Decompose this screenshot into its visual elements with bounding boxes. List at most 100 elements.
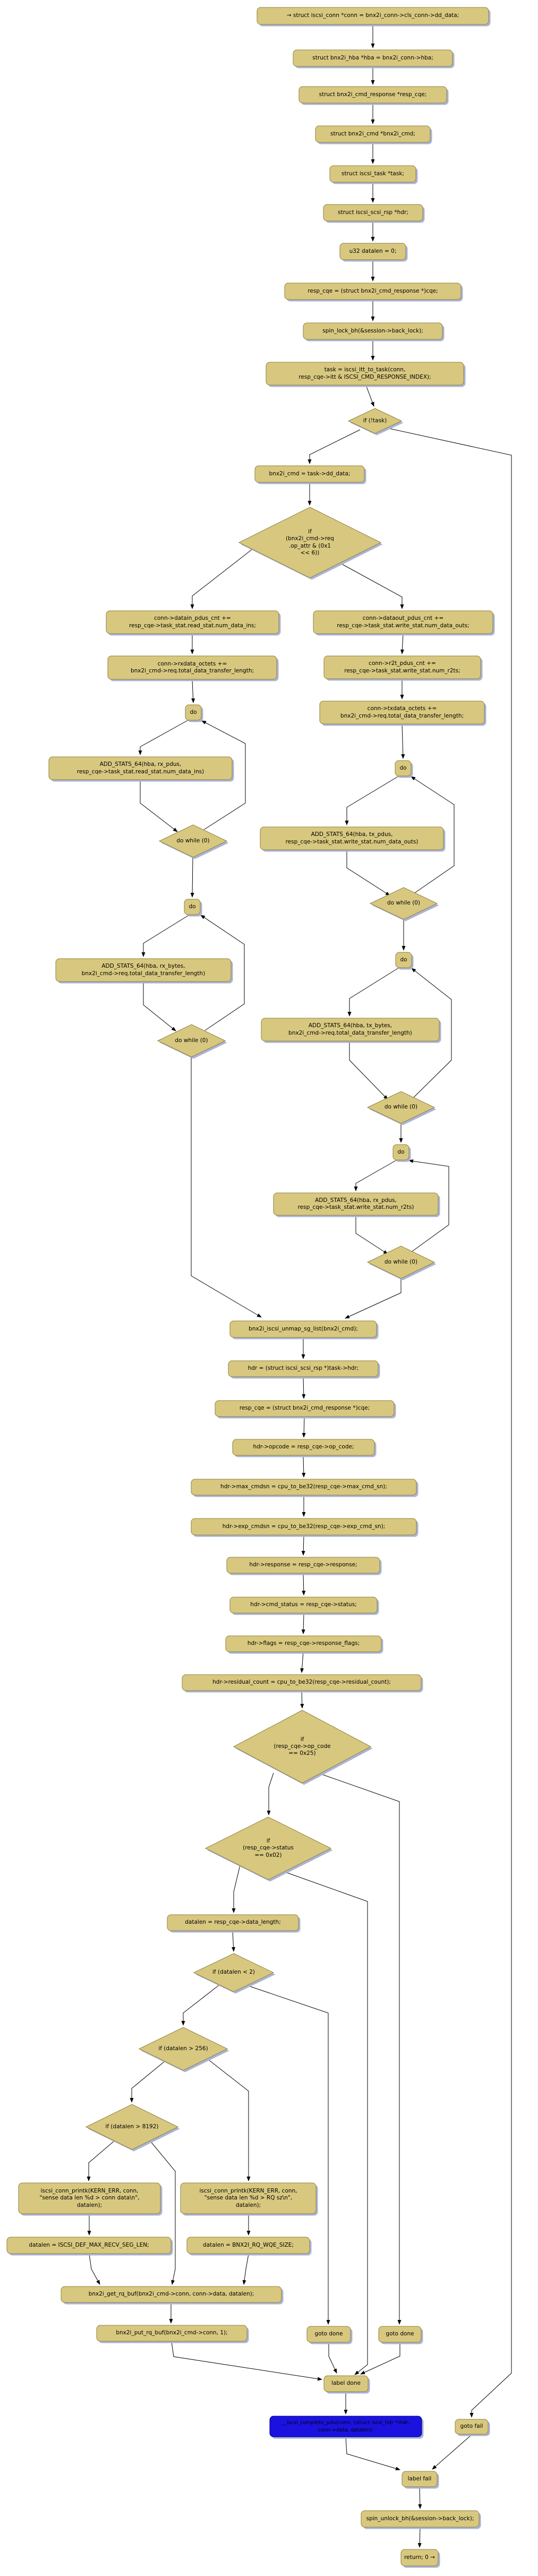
node-do-2 bbox=[184, 899, 201, 915]
node-txdata-octets bbox=[319, 701, 485, 724]
edge-iftask-true bbox=[308, 429, 361, 464]
edge-gotodone1-labeldone bbox=[328, 2343, 337, 2374]
edge-opcode-maxcmdsn bbox=[302, 1455, 306, 1478]
edge-addstats1-dowhile1 bbox=[140, 780, 178, 832]
edge-ifdl2-true bbox=[181, 1984, 220, 2026]
node-label-fail bbox=[402, 2471, 438, 2487]
node-datalen-bnx2i-rq bbox=[186, 2237, 310, 2254]
edge-hdrassign-respcqe2 bbox=[302, 1377, 306, 1399]
edge-ifopcode-true bbox=[267, 1772, 274, 1815]
node-goto-done-2 bbox=[378, 2326, 422, 2343]
node-hdr-exp-cmdsn bbox=[191, 1518, 417, 1536]
node-get-rq-buf bbox=[61, 2286, 282, 2303]
node-entry-decl-iscsi-conn bbox=[257, 7, 489, 25]
edge-do3-addstats3 bbox=[345, 775, 399, 825]
node-do-1 bbox=[185, 704, 202, 721]
edge-datalenbnx-getrq bbox=[242, 2254, 249, 2285]
edge-addstats3-dowhile3 bbox=[346, 850, 390, 896]
edge-do1-addstats1 bbox=[138, 720, 189, 755]
edge-datalendef-getrq bbox=[89, 2254, 100, 2285]
node-rxdata-octets bbox=[107, 655, 277, 680]
edge-do5-addstats5 bbox=[354, 1159, 397, 1191]
node-decl-iscsi-task bbox=[329, 165, 416, 183]
node-do-while-2 bbox=[157, 1024, 226, 1057]
edge-gotofail-labelfail bbox=[432, 2434, 472, 2470]
edge-ifstatus-true bbox=[232, 1865, 241, 1913]
edge-ifdl256-true bbox=[130, 2061, 165, 2103]
edge-txdata-do3 bbox=[401, 723, 405, 759]
edge-dowhile2-loop-do2 bbox=[200, 915, 245, 1031]
shape-group bbox=[6, 7, 493, 2566]
node-unmap-sg-list bbox=[229, 1320, 377, 1338]
edge-do4-addstats4 bbox=[347, 967, 399, 1017]
edge-dowhile1-do2 bbox=[190, 857, 194, 898]
node-if-status-0x02 bbox=[204, 1816, 332, 1880]
edge-dowhile5-unmap bbox=[345, 1278, 402, 1319]
node-add-stats-rx-bytes bbox=[55, 958, 232, 982]
edge-expcmdsn-response bbox=[301, 1535, 305, 1556]
edge-ifopattr-true-left bbox=[190, 549, 253, 609]
node-do-while-1 bbox=[158, 824, 228, 858]
node-do-while-3 bbox=[369, 887, 438, 920]
node-decl-bnx2i-cmd bbox=[315, 125, 431, 143]
node-assign-datalen bbox=[167, 1914, 299, 1931]
node-decl-scsi-rsp-hdr bbox=[323, 204, 423, 221]
node-return-0 bbox=[400, 2549, 439, 2566]
node-add-stats-rx-pdus-ins bbox=[48, 756, 233, 780]
edge-flags-residual bbox=[300, 1651, 304, 1673]
node-hdr-max-cmdsn bbox=[191, 1479, 417, 1496]
edge-ifdl8192-true-printkconn bbox=[87, 2140, 115, 2181]
node-itt-to-task bbox=[266, 362, 464, 386]
edge-dowhile2-unmap bbox=[191, 1057, 262, 1318]
node-decl-resp-cqe bbox=[298, 86, 447, 104]
node-printk-rq-sz bbox=[180, 2182, 317, 2214]
edge-itt-iftask bbox=[365, 385, 374, 407]
node-if-datalen-gt-256 bbox=[138, 2027, 228, 2071]
node-put-rq-buf bbox=[96, 2325, 247, 2342]
edge-ifdl2-false-gotodone1 bbox=[246, 1985, 330, 2325]
node-goto-done-1 bbox=[306, 2326, 351, 2343]
edge-ifdl256-false-printkrq bbox=[207, 2058, 251, 2181]
node-complete-pdu-highlight bbox=[269, 2416, 422, 2437]
edge-cmdstatus-flags bbox=[301, 1613, 305, 1634]
edge-completepdu-labelfail bbox=[345, 2437, 400, 2471]
node-hdr-flags bbox=[225, 1635, 382, 1652]
node-decl-datalen bbox=[339, 243, 406, 260]
node-assign-bnx2i-cmd bbox=[254, 465, 365, 483]
node-do-5 bbox=[392, 1144, 409, 1161]
edge-dowhile3-loop-do3 bbox=[411, 776, 455, 893]
node-spin-unlock bbox=[361, 2510, 480, 2528]
edge-ifopcode-false-gotodone2 bbox=[320, 1773, 402, 2325]
edge-do2-addstats2 bbox=[141, 915, 189, 957]
edge-dowhile5-loop-do5 bbox=[408, 1159, 449, 1252]
edge-dowhile1-loop-do1 bbox=[201, 720, 246, 830]
edge-ifopattr-false-right bbox=[339, 562, 404, 609]
node-do-4 bbox=[395, 952, 412, 968]
node-if-op-code-0x25 bbox=[233, 1710, 372, 1784]
edge-response-cmdstatus bbox=[302, 1573, 306, 1596]
edge-rxdata-do1 bbox=[191, 680, 195, 703]
node-dataout-pdus-cnt bbox=[313, 610, 493, 634]
node-datalen-iscsi-def bbox=[6, 2237, 172, 2254]
node-add-stats-tx-bytes bbox=[261, 1018, 440, 1042]
edge-ifstatus-false-labeldone bbox=[284, 1871, 368, 2375]
node-do-while-4 bbox=[366, 1091, 435, 1124]
edge-putrq-labeldone bbox=[171, 2341, 322, 2381]
node-add-stats-rx-pdus-r2ts bbox=[273, 1192, 439, 1216]
node-goto-fail bbox=[455, 2419, 489, 2435]
node-assign-resp-cqe bbox=[284, 283, 462, 300]
edge-group bbox=[87, 24, 512, 2548]
node-printk-conn-data bbox=[18, 2182, 161, 2214]
edge-iftask-false-goto-fail bbox=[389, 428, 512, 2418]
node-do-while-5 bbox=[366, 1246, 435, 1279]
node-add-stats-tx-pdus bbox=[260, 826, 444, 850]
node-if-datalen-lt-2 bbox=[193, 1953, 275, 1992]
edge-addstats4-dowhile4 bbox=[349, 1042, 388, 1100]
node-if-not-task bbox=[347, 408, 403, 434]
node-assign-hdr bbox=[228, 1360, 379, 1377]
node-label-done bbox=[323, 2375, 369, 2392]
node-spin-lock bbox=[303, 322, 443, 340]
node-if-datalen-gt-8192 bbox=[85, 2104, 179, 2150]
edge-ifdl8192-false-getrq bbox=[149, 2140, 176, 2285]
